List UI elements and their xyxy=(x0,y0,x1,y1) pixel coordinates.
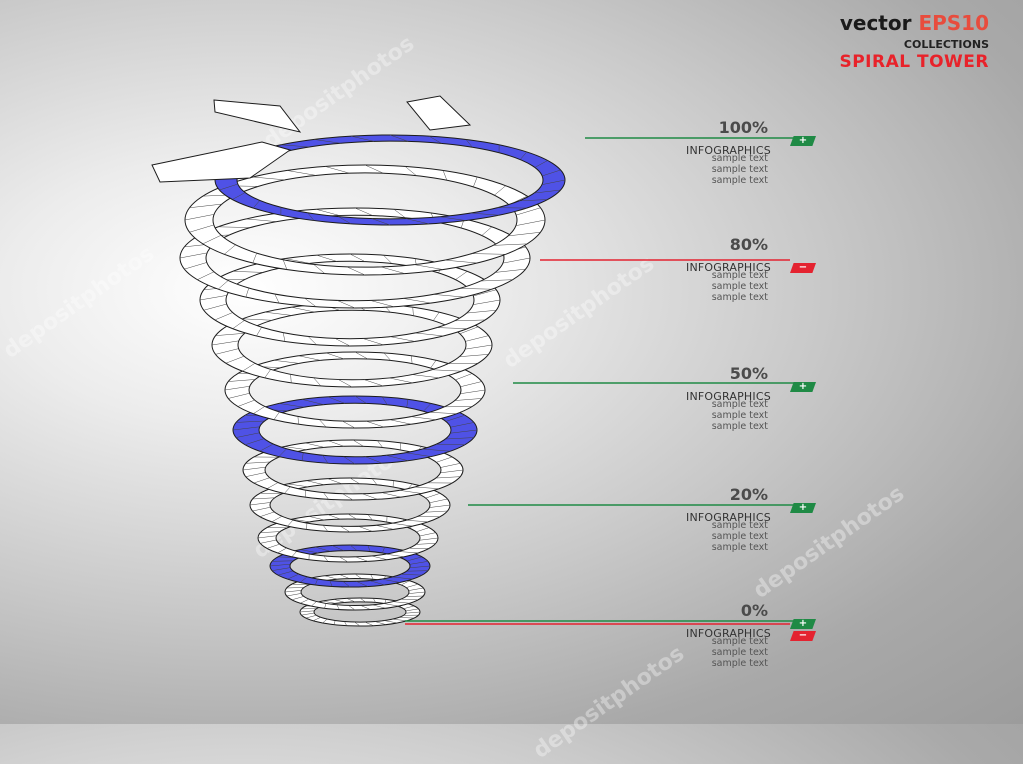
plus-tag: + xyxy=(790,619,816,629)
percent-label: 20% xyxy=(730,485,768,504)
info-block-20: 20% + INFOGRAPHICS sample text sample te… xyxy=(596,485,816,555)
info-block-50: 50% + INFOGRAPHICS sample text sample te… xyxy=(596,364,816,434)
percent-label: 100% xyxy=(719,118,768,137)
spiral-band xyxy=(225,352,485,428)
sample-text: sample text xyxy=(712,154,768,165)
sample-text: sample text xyxy=(712,400,768,411)
sample-text: sample text xyxy=(712,543,768,554)
sample-text: sample text xyxy=(712,282,768,293)
arrow-tip xyxy=(407,96,470,130)
percent-label: 0% xyxy=(741,601,768,620)
sample-text: sample text xyxy=(712,648,768,659)
arrow-tip xyxy=(214,100,300,132)
sample-text: sample text xyxy=(712,532,768,543)
percent-label: 50% xyxy=(730,364,768,383)
sample-text: sample text xyxy=(712,293,768,304)
minus-tag: − xyxy=(790,631,816,641)
sample-text: sample text xyxy=(712,659,768,670)
plus-tag: + xyxy=(790,503,816,513)
sample-text: sample text xyxy=(712,176,768,187)
sample-text: sample text xyxy=(712,271,768,282)
sample-text: sample text xyxy=(712,165,768,176)
info-block-100: 100% + INFOGRAPHICS sample text sample t… xyxy=(596,118,816,188)
sample-text: sample text xyxy=(712,637,768,648)
info-block-0: 0% + − INFOGRAPHICS sample text sample t… xyxy=(596,601,816,671)
plus-tag: + xyxy=(790,136,816,146)
sample-text: sample text xyxy=(712,411,768,422)
percent-label: 80% xyxy=(730,235,768,254)
info-block-80: 80% − INFOGRAPHICS sample text sample te… xyxy=(596,235,816,305)
minus-tag: − xyxy=(790,263,816,273)
spiral-tower-graphic xyxy=(0,0,1023,724)
sample-text: sample text xyxy=(712,422,768,433)
sample-text: sample text xyxy=(712,521,768,532)
plus-tag: + xyxy=(790,382,816,392)
tower-group xyxy=(152,96,565,626)
spiral-band-blue xyxy=(233,396,477,464)
